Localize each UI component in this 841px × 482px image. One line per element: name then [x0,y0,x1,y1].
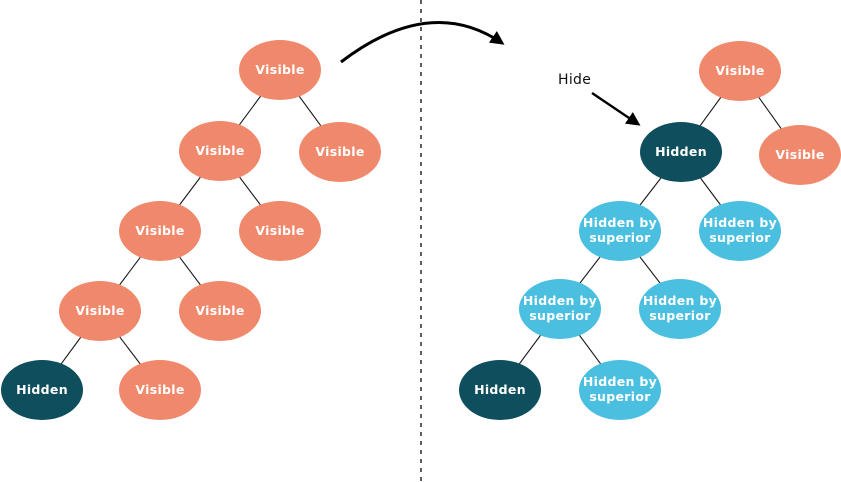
after-hide-tree-node-hidden_by_superior: Hidden by superior [699,201,781,261]
after-hide-tree-node-hidden_by_superior: Hidden by superior [519,279,601,339]
after-hide-tree-node-visible: Visible [759,125,841,185]
hide-annotation-label: Hide [558,72,592,88]
before-hide-tree-node-visible: Visible [119,360,201,420]
before-hide-tree-node-visible: Visible [179,281,261,341]
after-hide-tree-node-visible: Visible [699,41,781,101]
after-hide-tree-node-hidden: Hidden [459,360,541,420]
before-hide-tree-node-visible: Visible [299,122,381,182]
before-hide-tree-node-hidden: Hidden [1,360,83,420]
before-hide-tree-node-visible: Visible [119,201,201,261]
after-hide-tree-node-hidden_by_superior: Hidden by superior [639,279,721,339]
hide-pointer-arrow [591,92,641,126]
before-hide-tree-node-visible: Visible [179,121,261,181]
before-hide-tree-node-visible: Visible [59,281,141,341]
after-hide-tree-node-hidden_by_superior: Hidden by superior [579,360,661,420]
before-to-after-arrow [340,20,505,64]
after-hide-tree-node-hidden: Hidden [640,122,722,182]
before-hide-tree-node-visible: Visible [239,40,321,100]
after-hide-tree-node-hidden_by_superior: Hidden by superior [579,201,661,261]
before-hide-tree-node-visible: Visible [239,201,321,261]
